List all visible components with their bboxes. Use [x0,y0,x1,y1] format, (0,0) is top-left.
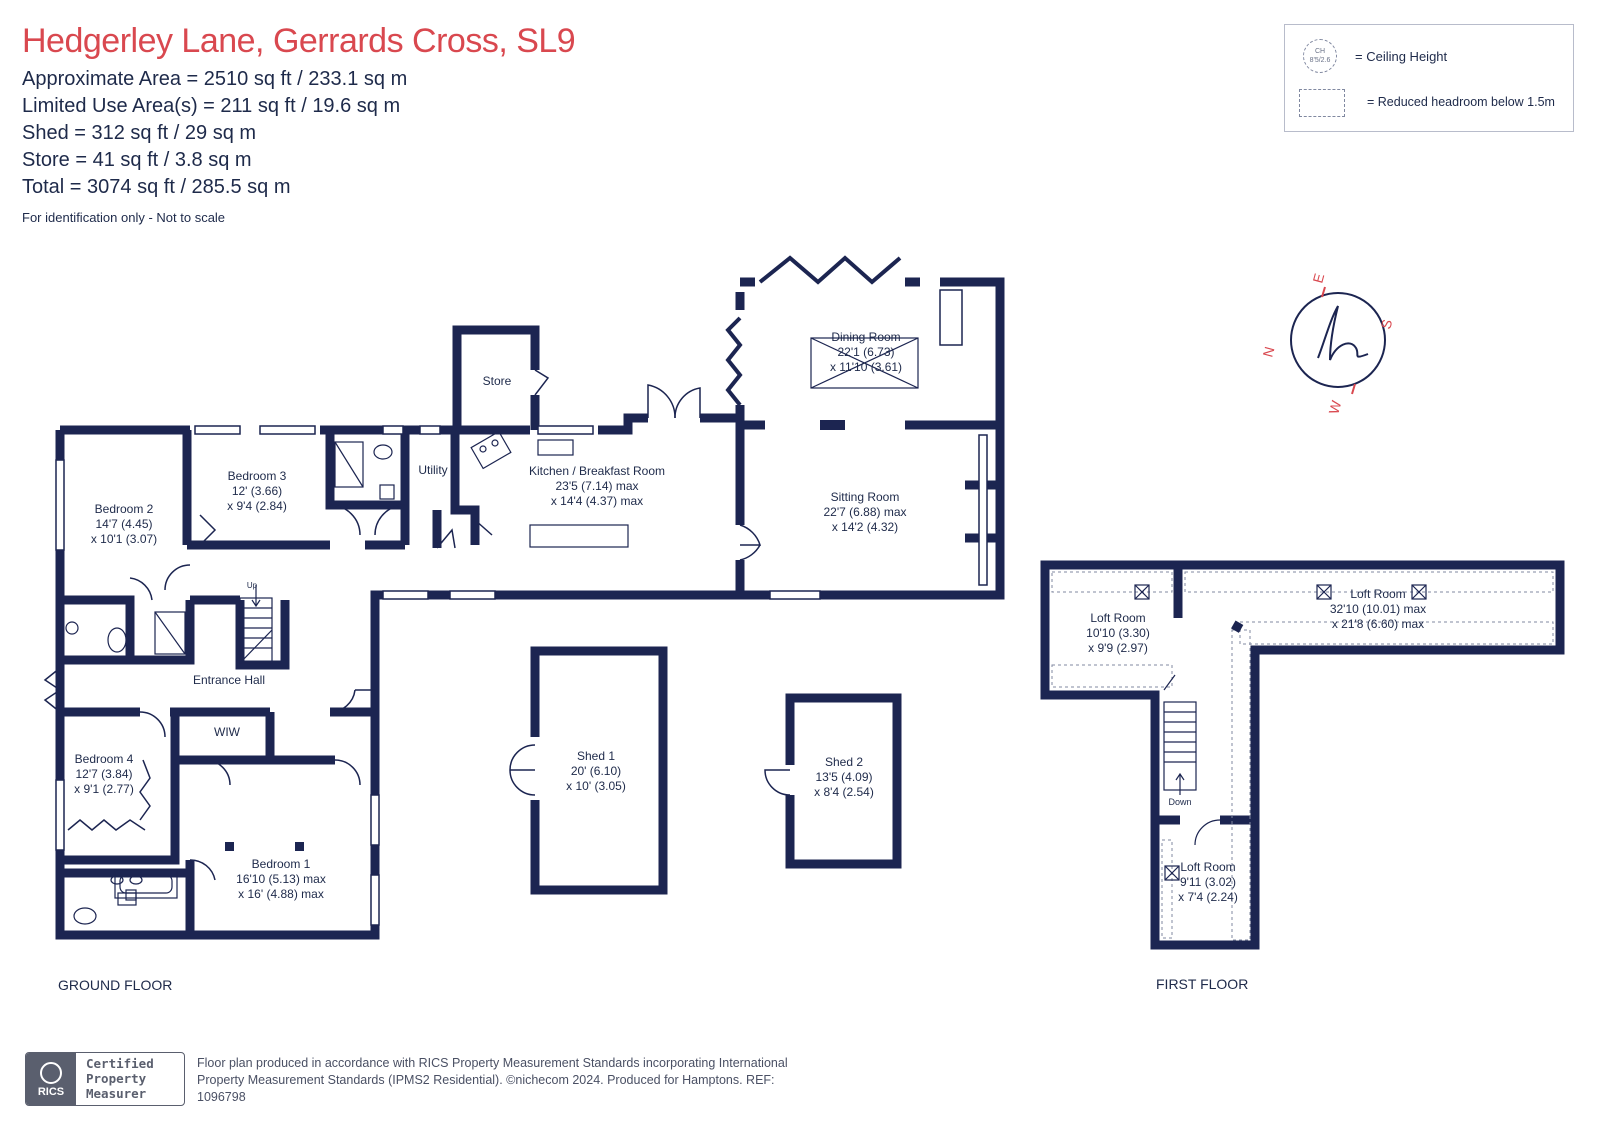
shed1-name: Shed 1 [577,749,615,763]
certified-text: Certified Property Measurer [86,1056,154,1101]
kitchen-dim1: 23'5 (7.14) max [556,479,639,493]
sitting-room-name: Sitting Room [831,490,900,504]
shed2-name: Shed 2 [825,755,863,769]
reduced-headroom-icon [1299,89,1345,117]
bedroom3-dim2: x 9'4 (2.84) [227,499,287,513]
bedroom1-dim1: 16'10 (5.13) max [236,872,326,886]
shed1-dim2: x 10' (3.05) [566,779,626,793]
compass-s: S [1377,318,1395,331]
dining-room-dim1: 22'1 (6.73) [838,345,895,359]
compass-n: N [1259,345,1277,359]
brand-logo-icon [1317,305,1369,361]
loft-room3-name: Loft Room [1180,860,1235,874]
shed2-dim1: 13'5 (4.09) [816,770,873,784]
bedroom2-dim1: 14'7 (4.45) [96,517,153,531]
shed-area: Shed = 312 sq ft / 29 sq m [22,122,257,144]
ceiling-height-label: = Ceiling Height [1355,49,1448,64]
stairs-down-label: Down [1168,797,1191,807]
compass-e: E [1309,272,1327,285]
kitchen-name: Kitchen / Breakfast Room [529,464,665,478]
room-labels: Dining Room 22'1 (6.73) x 11'10 (3.61) S… [74,330,1426,904]
reduced-headroom-zones [1051,571,1554,941]
store-area: Store = 41 sq ft / 3.8 sq m [22,149,252,171]
approximate-area: Approximate Area = 2510 sq ft / 233.1 sq… [22,68,408,90]
total-area: Total = 3074 sq ft / 285.5 sq m [22,176,291,198]
loft-room1-dim1: 10'10 (3.30) [1086,626,1150,640]
shed1-dim1: 20' (6.10) [571,764,621,778]
dining-room-dim2: x 11'10 (3.61) [830,360,902,374]
dining-room-name: Dining Room [831,330,900,344]
page-title: Hedgerley Lane, Gerrards Cross, SL9 [22,22,576,60]
sheds [530,646,902,895]
kitchen-dim2: x 14'4 (4.37) max [551,494,643,508]
ground-floor-label: GROUND FLOOR [58,977,173,993]
shed2-dim2: x 8'4 (2.54) [814,785,874,799]
door-swings [43,369,762,881]
windows [55,289,988,926]
bedroom3-name: Bedroom 3 [228,469,287,483]
legend-box: CH 8'5/2.6 = Ceiling Height = Reduced he… [1284,24,1574,132]
ground-floor-walls [55,277,1005,940]
sitting-room-dim2: x 14'2 (4.32) [832,520,898,534]
bedroom4-dim1: 12'7 (3.84) [76,767,133,781]
first-floor-label: FIRST FLOOR [1156,976,1249,992]
loft-room2-dim2: x 21'8 (6.60) max [1332,617,1424,631]
loft-room1-dim2: x 9'9 (2.97) [1088,641,1148,655]
utility-name: Utility [418,463,447,477]
rics-lion-icon [40,1062,62,1084]
compass-w: W [1325,398,1344,416]
entrance-hall-name: Entrance Hall [193,673,265,687]
disclaimer-note: For identification only - Not to scale [22,210,226,225]
bedroom2-dim2: x 10'1 (3.07) [91,532,157,546]
area-summary: Approximate Area = 2510 sq ft / 233.1 sq… [22,66,407,201]
bedroom3-dim1: 12' (3.66) [232,484,282,498]
loft-room3-dim2: x 7'4 (2.24) [1178,890,1238,904]
bifold-doors-top [758,255,902,285]
store-name: Store [483,374,512,388]
sitting-room-dim1: 22'7 (6.88) max [824,505,907,519]
fixtures [65,337,919,925]
limited-use-area: Limited Use Area(s) = 211 sq ft / 19.6 s… [22,95,401,117]
footer-text: Floor plan produced in accordance with R… [197,1056,788,1104]
bedroom4-dim2: x 9'1 (2.77) [74,782,134,796]
rics-certified-badge: RICS Certified Property Measurer [25,1052,185,1106]
loft-room3-dim1: 9'11 (3.02) [1180,875,1236,889]
bedroom1-dim2: x 16' (4.88) max [238,887,324,901]
rics-logo: RICS [26,1053,76,1105]
bedroom4-name: Bedroom 4 [75,752,134,766]
loft-room1-name: Loft Room [1090,611,1145,625]
loft-room2-name: Loft Room [1350,587,1405,601]
wiw-name: WIW [214,725,241,739]
first-floor-walls [1040,560,1565,950]
bedroom2-name: Bedroom 2 [95,502,154,516]
bedroom1-name: Bedroom 1 [252,857,311,871]
loft-room2-dim1: 32'10 (10.01) max [1330,602,1426,616]
reduced-headroom-label: = Reduced headroom below 1.5m [1367,95,1555,109]
compass: E S W N [1259,272,1395,416]
bifold-doors-side [725,316,743,407]
ground-stairs [239,585,273,664]
ceiling-height-icon: CH 8'5/2.6 [1303,39,1337,73]
stairs-up-label: Up [247,581,258,590]
